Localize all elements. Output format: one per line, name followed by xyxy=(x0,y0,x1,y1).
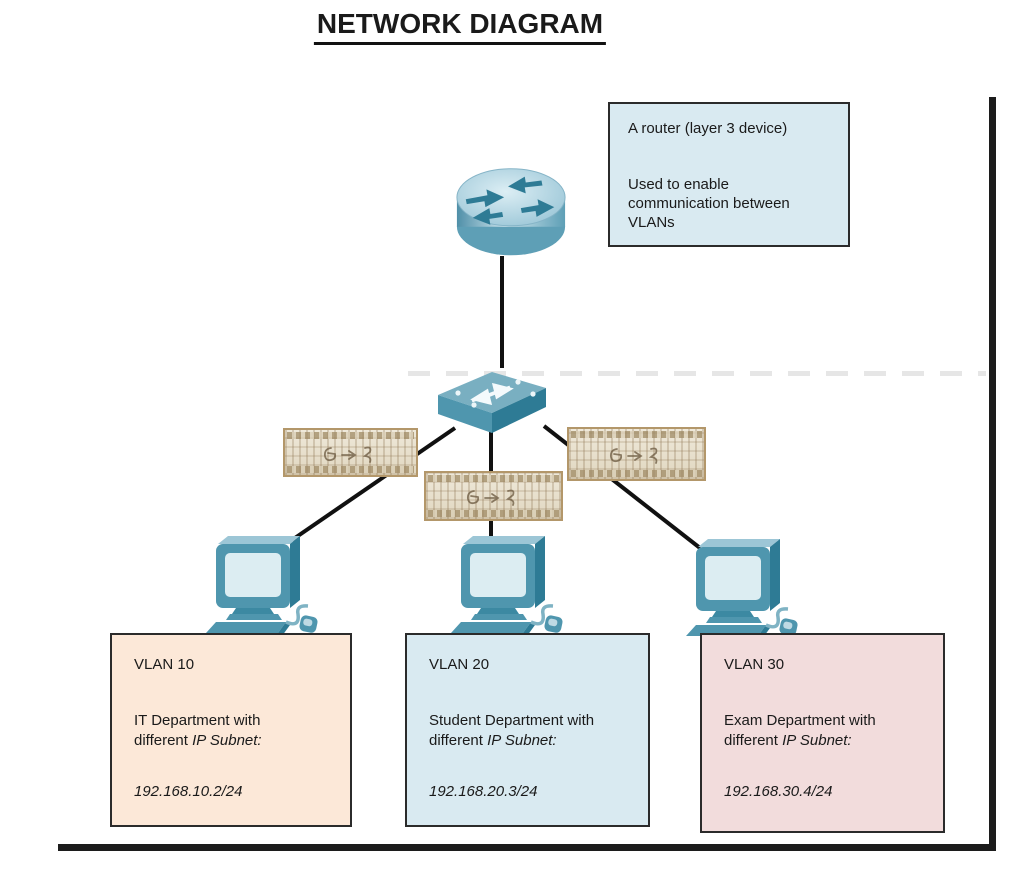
page-border-bottom xyxy=(58,844,996,851)
router-note-line2: Used to enable communication between VLA… xyxy=(628,176,790,231)
faint-dashed-line-artifact xyxy=(408,371,986,376)
pc-icon-vlan30 xyxy=(682,535,802,637)
cable-label-image-right xyxy=(567,427,706,481)
vlan-subnet-label: IP Subnet: xyxy=(782,732,852,749)
vlan-name: VLAN 30 xyxy=(724,656,785,673)
cable-label-image-middle xyxy=(424,471,563,521)
vlan30-box: VLAN 30 Exam Department with different I… xyxy=(700,633,945,833)
vlan-ip-address: 192.168.10.2/24 xyxy=(134,783,243,800)
cable-label-image-left xyxy=(283,428,418,477)
handwriting-scribble xyxy=(316,442,386,464)
vlan-description: IT Department with different IP Subnet: xyxy=(134,711,328,751)
vlan-ip-address: 192.168.30.4/24 xyxy=(724,783,833,800)
vlan-name: VLAN 20 xyxy=(429,656,490,673)
vlan20-box: VLAN 20 Student Department with differen… xyxy=(405,633,650,827)
router-note-box: A router (layer 3 device) Used to enable… xyxy=(608,102,850,247)
vlan-dept-line: Exam Department with xyxy=(724,712,876,729)
vlan-description: Exam Department with different IP Subnet… xyxy=(724,711,921,751)
switch-icon xyxy=(434,362,550,434)
page-border-right xyxy=(989,97,996,850)
vlan-subnet-label: IP Subnet: xyxy=(487,732,557,749)
router-note-line1: A router (layer 3 device) xyxy=(628,120,788,137)
vlan-ip-address: 192.168.20.3/24 xyxy=(429,783,538,800)
handwriting-scribble xyxy=(459,485,529,507)
vlan-dept-line: Student Department with xyxy=(429,712,595,729)
handwriting-scribble xyxy=(602,443,672,465)
vlan-subnet-prefix: different xyxy=(724,732,783,749)
vlan-description: Student Department with different IP Sub… xyxy=(429,711,626,751)
vlan10-box: VLAN 10 IT Department with different IP … xyxy=(110,633,352,827)
vlan-subnet-prefix: different xyxy=(429,732,488,749)
page-title: NETWORK DIAGRAM xyxy=(313,8,607,45)
pc-icon-vlan20 xyxy=(447,532,567,634)
vlan-dept-line: IT Department with xyxy=(134,712,261,729)
pc-icon-vlan10 xyxy=(202,532,322,634)
vlan-subnet-prefix: different xyxy=(134,732,193,749)
vlan-subnet-label: IP Subnet: xyxy=(192,732,262,749)
vlan-name: VLAN 10 xyxy=(134,656,195,673)
router-icon xyxy=(452,167,570,259)
